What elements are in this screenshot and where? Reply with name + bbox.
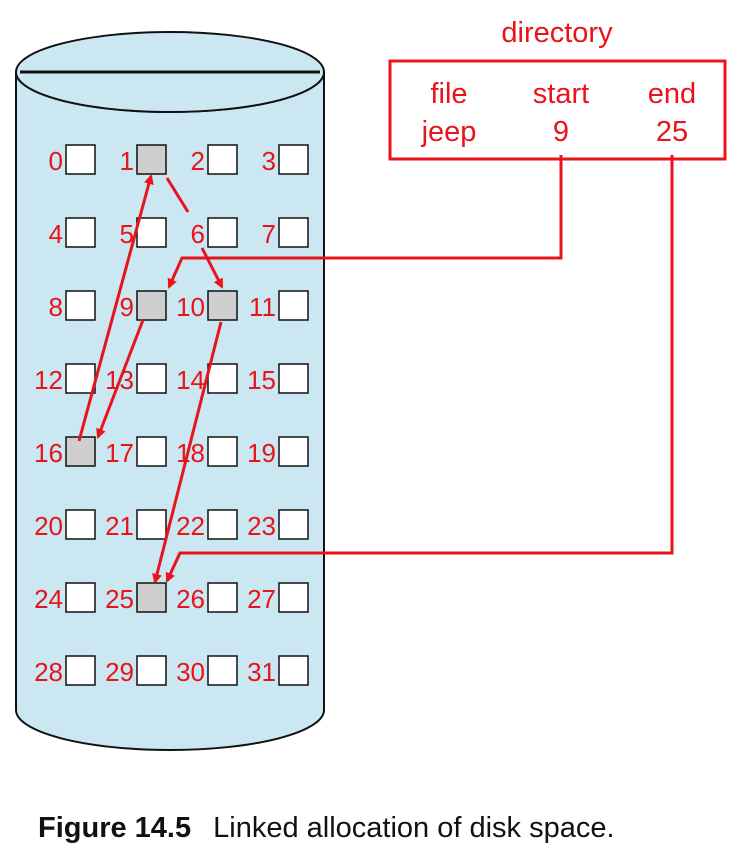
block-label-25: 25 xyxy=(105,584,134,614)
block-label-19: 19 xyxy=(247,438,276,468)
free-block-28 xyxy=(65,655,96,686)
free-block-19 xyxy=(278,436,309,467)
block-label-23: 23 xyxy=(247,511,276,541)
free-block-11 xyxy=(278,290,309,321)
block-label-28: 28 xyxy=(34,657,63,687)
directory-header-end: end xyxy=(648,78,696,110)
pointer-arrows xyxy=(77,155,674,584)
block-label-3: 3 xyxy=(262,146,276,176)
block-label-26: 26 xyxy=(176,584,205,614)
block-label-11: 11 xyxy=(249,292,276,322)
free-block-4 xyxy=(65,217,96,248)
link-arrow-1-to-10 xyxy=(165,177,190,213)
directory-cell-start: 9 xyxy=(553,116,569,148)
directory-header-file: file xyxy=(430,78,467,110)
used-block-9 xyxy=(136,290,167,321)
directory-cell-end: 25 xyxy=(656,116,688,148)
block-label-27: 27 xyxy=(247,584,276,614)
end-pointer-arrow xyxy=(165,155,674,583)
caption-text: Linked allocation of disk space. xyxy=(213,812,615,844)
block-label-1: 1 xyxy=(120,146,134,176)
block-label-22: 22 xyxy=(176,511,205,541)
used-block-16 xyxy=(65,436,96,467)
block-label-24: 24 xyxy=(34,584,63,614)
figure-caption: Figure 14.5 Linked allocation of disk spa… xyxy=(38,812,615,845)
free-block-15 xyxy=(278,363,309,394)
free-block-21 xyxy=(136,509,167,540)
block-label-4: 4 xyxy=(49,219,63,249)
used-block-25 xyxy=(136,582,167,613)
free-block-12 xyxy=(65,363,96,394)
free-block-5 xyxy=(136,217,167,248)
link-arrow-9-to-16 xyxy=(96,319,145,439)
free-block-13 xyxy=(136,363,167,394)
used-block-1 xyxy=(136,144,167,175)
free-block-18 xyxy=(207,436,238,467)
free-block-14 xyxy=(207,363,238,394)
block-label-29: 29 xyxy=(105,657,134,687)
free-block-17 xyxy=(136,436,167,467)
directory-table xyxy=(388,59,727,161)
link-arrow-10-to-25 xyxy=(152,321,223,584)
block-label-15: 15 xyxy=(247,365,276,395)
free-block-7 xyxy=(278,217,309,248)
block-label-8: 8 xyxy=(49,292,63,322)
block-label-6: 6 xyxy=(191,219,205,249)
used-block-10 xyxy=(207,290,238,321)
start-pointer-arrow xyxy=(167,155,563,289)
block-label-2: 2 xyxy=(191,146,205,176)
block-label-17: 17 xyxy=(105,438,134,468)
block-label-31: 31 xyxy=(247,657,276,687)
block-label-10: 10 xyxy=(176,292,205,322)
free-block-23 xyxy=(278,509,309,540)
free-block-31 xyxy=(278,655,309,686)
directory: directory file start end jeep 9 25 xyxy=(388,17,727,161)
free-block-6 xyxy=(207,217,238,248)
directory-cell-file: jeep xyxy=(421,116,477,148)
block-label-30: 30 xyxy=(176,657,205,687)
free-block-0 xyxy=(65,144,96,175)
block-label-0: 0 xyxy=(49,146,63,176)
free-block-20 xyxy=(65,509,96,540)
free-block-27 xyxy=(278,582,309,613)
caption-figure-number: Figure 14.5 xyxy=(38,812,192,844)
block-label-14: 14 xyxy=(176,365,205,395)
block-label-9: 9 xyxy=(120,292,134,322)
block-label-5: 5 xyxy=(120,219,134,249)
block-label-16: 16 xyxy=(34,438,63,468)
free-block-24 xyxy=(65,582,96,613)
block-label-12: 12 xyxy=(34,365,63,395)
block-label-20: 20 xyxy=(34,511,63,541)
directory-header-start: start xyxy=(533,78,589,110)
block-label-7: 7 xyxy=(262,219,276,249)
block-label-21: 21 xyxy=(105,511,134,541)
link-arrow-16-to-1 xyxy=(77,174,154,442)
free-block-22 xyxy=(207,509,238,540)
free-block-8 xyxy=(65,290,96,321)
link-arrow-1-to-10-tail xyxy=(200,247,224,289)
free-block-2 xyxy=(207,144,238,175)
free-block-3 xyxy=(278,144,309,175)
free-block-29 xyxy=(136,655,167,686)
free-block-30 xyxy=(207,655,238,686)
free-block-26 xyxy=(207,582,238,613)
directory-title: directory xyxy=(501,17,613,49)
